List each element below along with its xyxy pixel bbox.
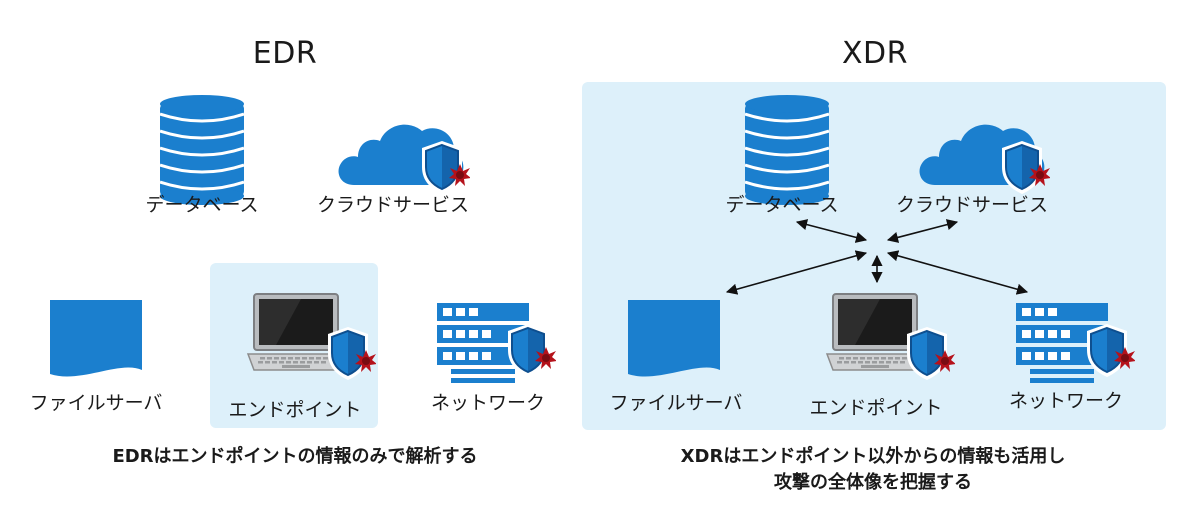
- arrow-cloud: [886, 219, 959, 243]
- xdr-file-server-label: ファイルサーバ: [609, 392, 743, 414]
- edr-cloud-label: クラウドサービス: [316, 194, 470, 216]
- edr-database-label: データベース: [145, 194, 259, 216]
- edr-caption: EDRはエンドポイントの情報のみで解析する: [112, 446, 478, 467]
- arrow-file-server: [725, 250, 868, 295]
- xdr-cloud-label: クラウドサービス: [895, 194, 1049, 216]
- xdr-network-label: ネットワーク: [1008, 390, 1124, 412]
- xdr-caption-line1: XDRはエンドポイント以外からの情報も活用し: [680, 446, 1066, 467]
- edr-title: EDR: [252, 36, 318, 71]
- edr-network-label: ネットワーク: [430, 392, 546, 414]
- edr-endpoint-label: エンドポイント: [228, 399, 362, 421]
- xdr-database-label: データベース: [725, 194, 839, 216]
- edr-file-server-label: ファイルサーバ: [29, 392, 163, 414]
- xdr-endpoint-label: エンドポイント: [809, 397, 943, 419]
- xdr-title: XDR: [842, 36, 908, 71]
- arrow-database: [795, 219, 868, 243]
- xdr-caption-line2: 攻撃の全体像を把握する: [774, 472, 972, 493]
- arrow-network: [886, 250, 1029, 295]
